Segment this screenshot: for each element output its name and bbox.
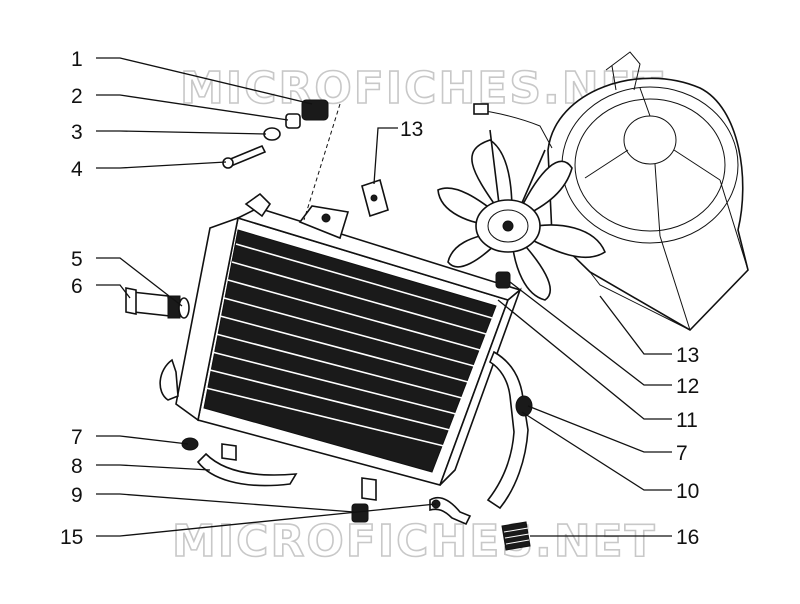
- clip-13: [361, 178, 389, 218]
- callout-16: 16: [676, 526, 699, 549]
- temperature-sensor: [125, 287, 190, 319]
- callout-3: 3: [71, 121, 83, 144]
- bleed-screw: [351, 503, 369, 523]
- callouts-left: 1 2 3 4 5 6 7 8 9 15: [60, 48, 83, 549]
- radiator: [159, 192, 522, 501]
- spring-grommet: [501, 521, 531, 551]
- callouts-right: 13 13 12 11 7 10 16: [400, 118, 699, 549]
- callout-2: 2: [71, 85, 83, 108]
- callout-1: 1: [71, 48, 83, 71]
- watermark-bottom: MICROFICHES.NET: [172, 516, 657, 567]
- leader-lines: [96, 57, 672, 537]
- callout-9: 9: [71, 484, 83, 507]
- callout-11: 11: [676, 409, 698, 432]
- callout-8: 8: [71, 455, 83, 478]
- right-hose: [429, 350, 533, 526]
- callout-13-right: 13: [676, 344, 699, 367]
- callout-12: 12: [676, 375, 699, 398]
- callout-6: 6: [71, 275, 83, 298]
- fan-shroud: [547, 51, 749, 332]
- watermark-top: MICROFICHES.NET: [180, 63, 665, 114]
- callout-4: 4: [71, 158, 83, 181]
- cooling-fan: [437, 103, 606, 301]
- callout-10: 10: [676, 480, 699, 503]
- fan-fitting: [495, 271, 511, 289]
- callout-13-top: 13: [400, 118, 423, 141]
- lower-hose: [181, 437, 298, 487]
- cap-assembly: [222, 99, 341, 221]
- callout-15: 15: [60, 526, 83, 549]
- callout-7-left: 7: [71, 426, 83, 449]
- callout-7-right: 7: [676, 442, 688, 465]
- callout-5: 5: [71, 248, 83, 271]
